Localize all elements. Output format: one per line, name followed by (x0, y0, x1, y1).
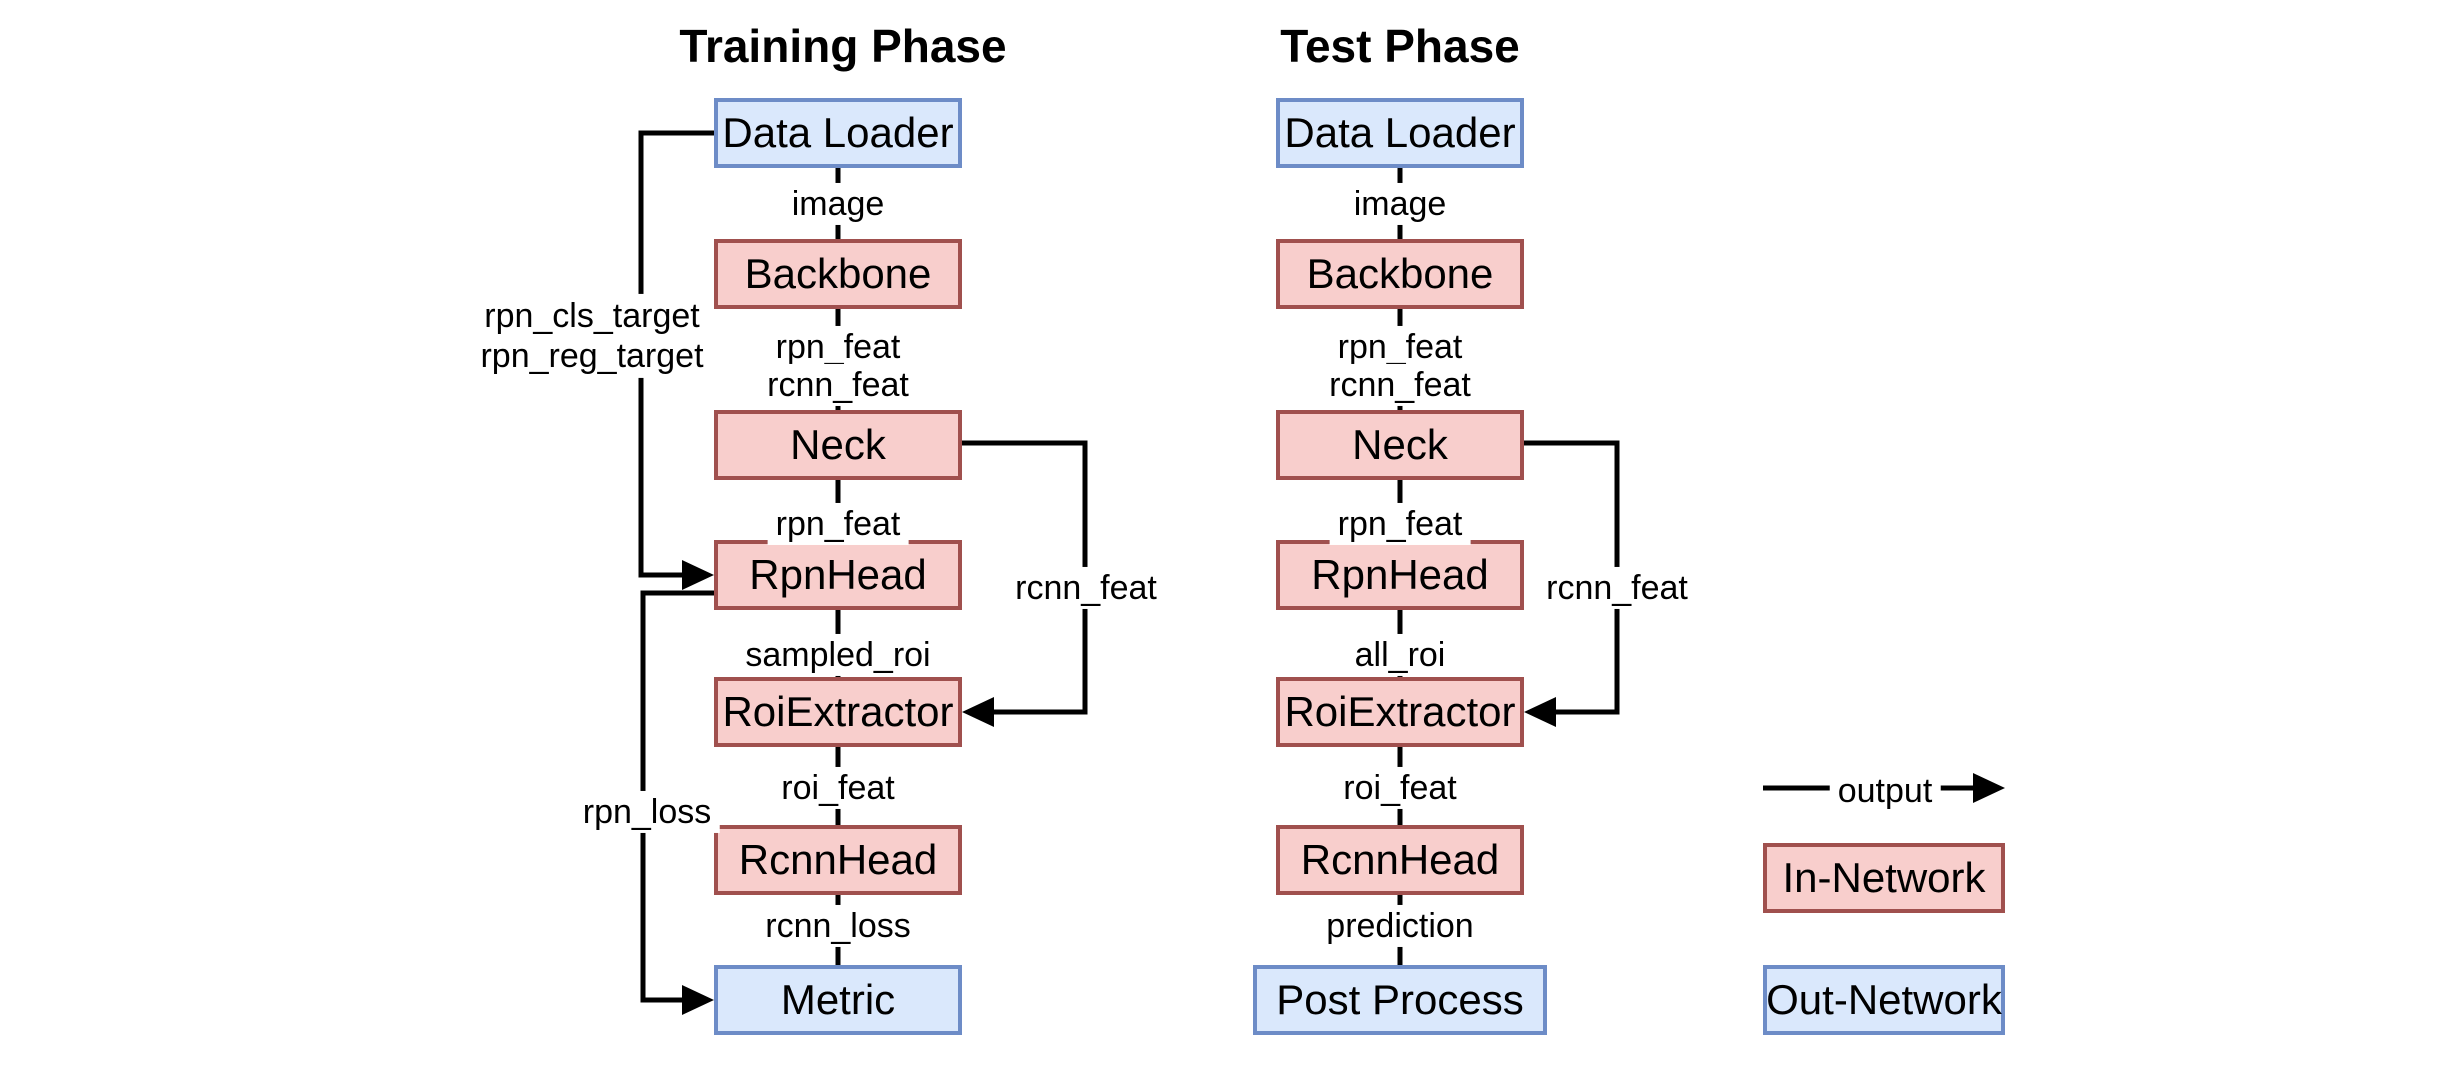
test-node-backbone: Backbone (1276, 239, 1524, 309)
arrowhead-into-rpnhead (682, 560, 714, 590)
training-phase-title: Training Phase (679, 20, 1007, 72)
legend-output-label: output (1829, 769, 1941, 813)
training-edge-label-rcnn-feat: rcnn_feat (759, 363, 917, 407)
training-edge-label-rcnn-loss: rcnn_loss (757, 904, 919, 948)
test-node-post-process: Post Process (1253, 965, 1547, 1035)
training-edge-label-rcnn-feat-bypass: rcnn_feat (1007, 566, 1165, 610)
test-edge-label-rcnn-feat: rcnn_feat (1321, 363, 1479, 407)
arrowhead-legend-output (1973, 773, 2005, 803)
training-node-rpnhead: RpnHead (714, 540, 962, 610)
test-edge-label-roi-feat: roi_feat (1335, 766, 1465, 810)
training-node-rcnnhead: RcnnHead (714, 825, 962, 895)
test-edge-label-rpn-feat-1: rpn_feat (1329, 325, 1471, 369)
legend-in-network-box: In-Network (1763, 843, 2005, 913)
training-edge-label-rpn-reg-target: rpn_reg_target (480, 337, 704, 375)
training-edge-label-rpn-feat-2: rpn_feat (767, 502, 909, 546)
test-edge-label-prediction: prediction (1318, 904, 1482, 948)
training-node-backbone: Backbone (714, 239, 962, 309)
arrowhead-into-roiextractor-train (962, 697, 994, 727)
training-edge-label-rpn-cls-target: rpn_cls_target (484, 296, 700, 335)
training-edge-label-sampled-roi: sampled_roi (737, 633, 939, 677)
test-phase-title: Test Phase (1280, 20, 1520, 72)
training-node-neck: Neck (714, 410, 962, 480)
test-edge-label-image: image (1345, 182, 1455, 226)
legend-out-network-box: Out-Network (1763, 965, 2005, 1035)
training-node-roiextractor: RoiExtractor (714, 677, 962, 747)
training-node-data-loader: Data Loader (714, 98, 962, 168)
test-node-roiextractor: RoiExtractor (1276, 677, 1524, 747)
training-edge-label-rpn-targets: rpn_cls_target rpn_reg_target (472, 293, 712, 379)
test-edge-label-rpn-feat-2: rpn_feat (1329, 502, 1471, 546)
training-edge-label-rpn-feat-1: rpn_feat (767, 325, 909, 369)
training-edge-label-roi-feat: roi_feat (773, 766, 903, 810)
training-edge-label-rpn-loss: rpn_loss (574, 790, 720, 834)
test-edge-label-all-roi: all_roi (1346, 633, 1454, 677)
arrowhead-into-roiextractor-test (1524, 697, 1556, 727)
test-node-neck: Neck (1276, 410, 1524, 480)
test-node-rpnhead: RpnHead (1276, 540, 1524, 610)
test-node-data-loader: Data Loader (1276, 98, 1524, 168)
test-edge-label-rcnn-feat-bypass: rcnn_feat (1538, 566, 1696, 610)
training-node-metric: Metric (714, 965, 962, 1035)
arrowhead-into-metric (682, 985, 714, 1015)
test-node-rcnnhead: RcnnHead (1276, 825, 1524, 895)
training-edge-label-image: image (783, 182, 893, 226)
